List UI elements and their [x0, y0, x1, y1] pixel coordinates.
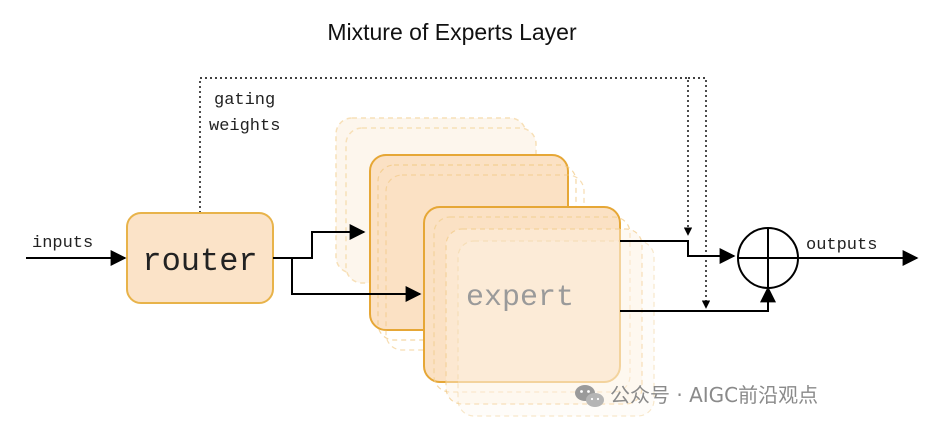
gating-label-line1: gating [214, 91, 275, 110]
watermark-text: 公众号 · AIGC前沿观点 [610, 383, 818, 407]
expert-output-1 [620, 240, 736, 264]
sum-combiner [737, 227, 799, 289]
inputs-label: inputs [32, 234, 93, 253]
expert-front [423, 206, 655, 417]
watermark: 公众号 · AIGC前沿观点 [575, 383, 818, 407]
gating-weights-line-2 [688, 77, 711, 309]
wechat-icon [575, 385, 604, 407]
router-label: router [142, 243, 257, 280]
outputs-label: outputs [806, 236, 877, 255]
diagram-title: Mixture of Experts Layer [327, 19, 577, 45]
gating-label-line2: weights [209, 117, 280, 136]
router-to-expert-2 [291, 258, 422, 302]
expert-label: expert [466, 281, 574, 315]
gating-weights-line [199, 77, 693, 236]
expert-output-2 [620, 286, 776, 312]
